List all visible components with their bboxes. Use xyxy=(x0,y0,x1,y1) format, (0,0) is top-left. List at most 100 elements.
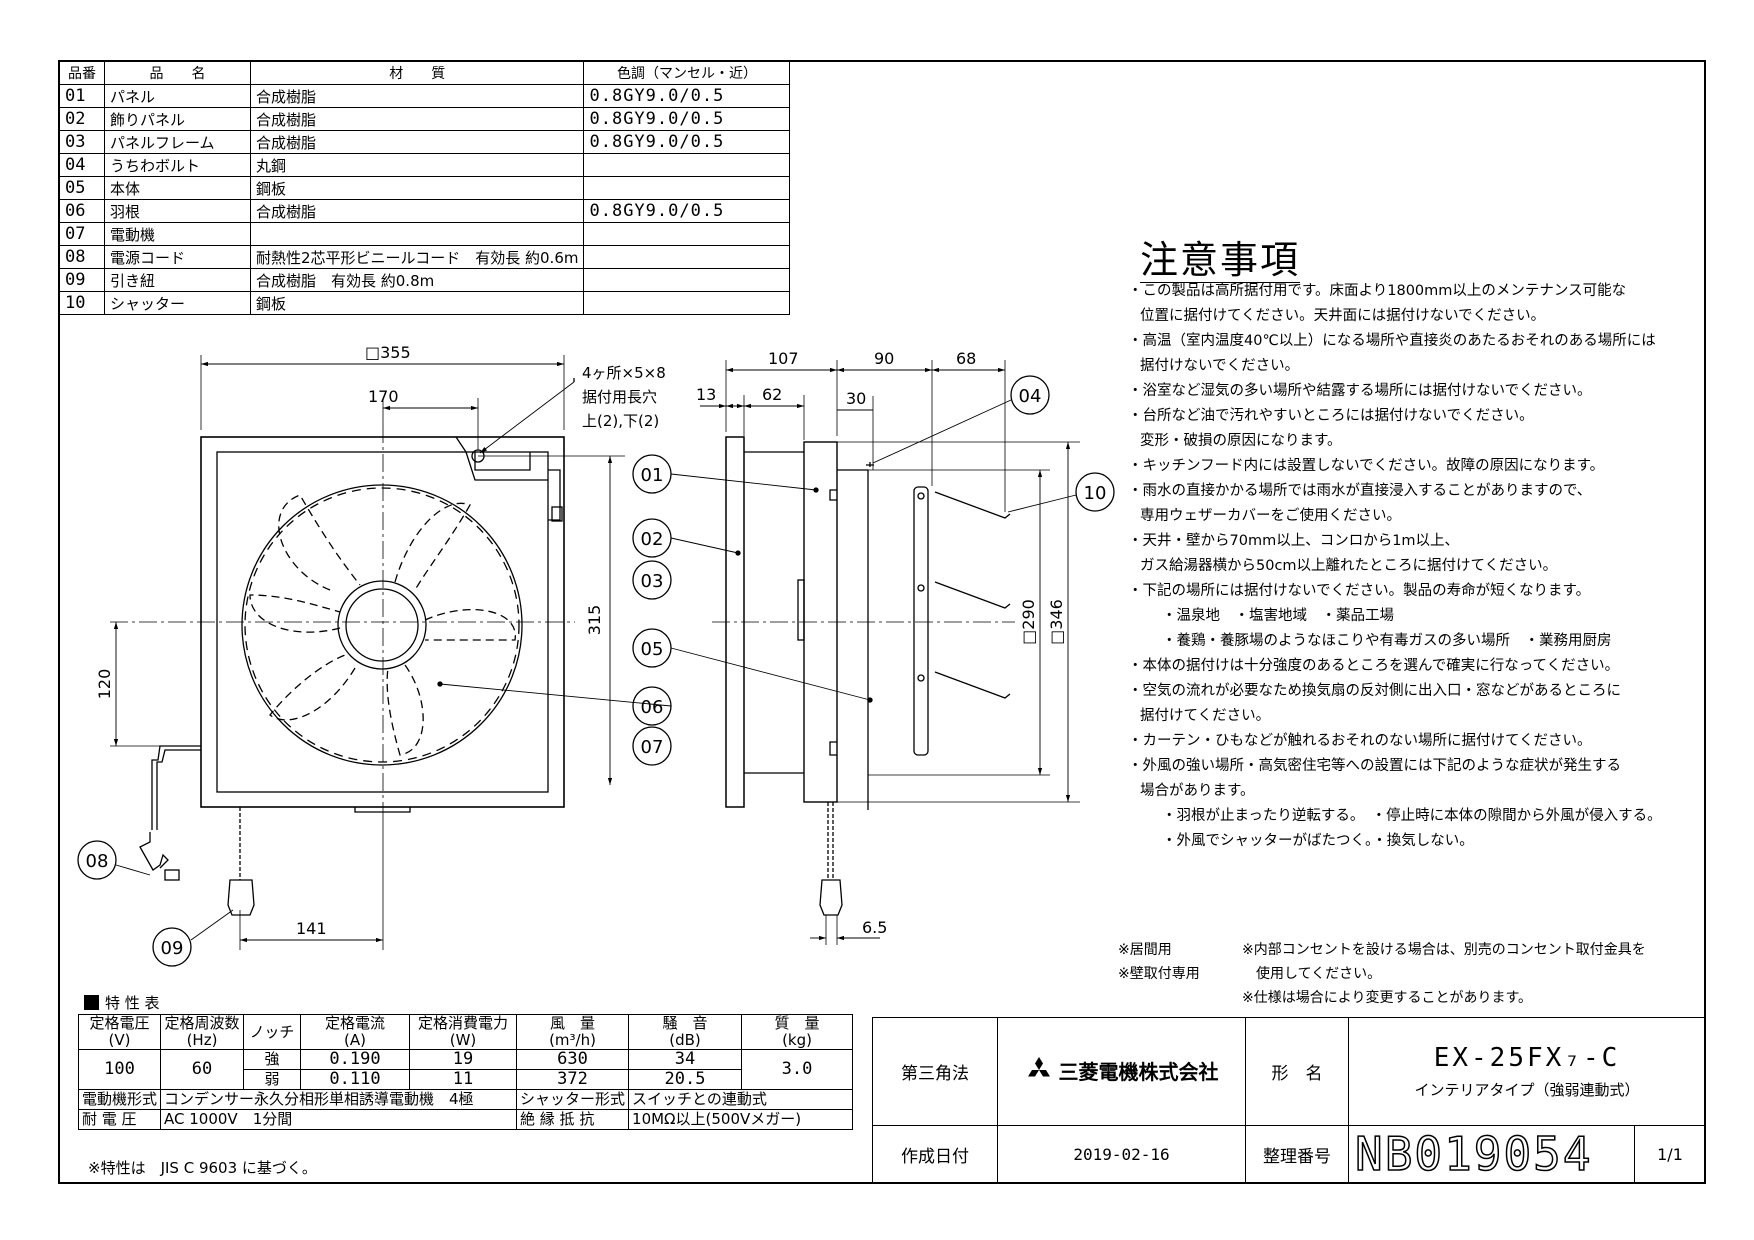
creation-date: 2019-02-16 xyxy=(997,1125,1246,1183)
part-material: 合成樹脂 xyxy=(249,130,585,154)
rated-voltage: 100 xyxy=(77,1049,162,1090)
part-color: 0.8GY9.0/0.5 xyxy=(583,199,791,223)
hole-note-1: 4ヶ所×5×8 xyxy=(582,364,666,382)
callout-10: 10 xyxy=(1084,483,1107,504)
note-line: ・温泉地 ・塩害地域 ・薬品工場 xyxy=(1162,608,1394,624)
notch-weak: 弱 xyxy=(243,1069,302,1090)
h-current: 定格電流 xyxy=(325,1014,386,1032)
dim-13: 13 xyxy=(696,385,716,404)
part-color xyxy=(583,268,791,292)
note-line: ・浴室など湿気の多い場所や結露する場所には据付けないでください。 xyxy=(1128,383,1592,399)
noise-weak: 20.5 xyxy=(628,1069,743,1090)
note-line: 変形・破損の原因になります。 xyxy=(1140,433,1342,449)
date-label: 作成日付 xyxy=(872,1125,998,1183)
note-line: 位置に据付けてください。天井面には据付けないでください。 xyxy=(1140,308,1546,324)
dim-62: 62 xyxy=(762,385,782,404)
dim-346: □346 xyxy=(1047,599,1066,645)
notes-lines: ・この製品は高所据付用です。床面より1800mm以上のメンテナンス可能な位置に据… xyxy=(1128,279,1688,854)
part-no: 10 xyxy=(59,291,105,315)
model-number: EX-25FX₇-C xyxy=(1433,1043,1621,1073)
hole-note-2: 据付用長穴 xyxy=(582,388,657,406)
dim-6-5: 6.5 xyxy=(862,918,887,937)
callout-08: 08 xyxy=(86,851,109,872)
part-color xyxy=(583,291,791,315)
note-line: ・外風の強い場所・高気密住宅等への設置には下記のような症状が発生する xyxy=(1128,758,1621,774)
h-voltage: 定格電圧 xyxy=(89,1014,150,1032)
motor-value: コンデンサー永久分相形単相誘導電動機 4極 xyxy=(160,1089,518,1110)
note-line: 専用ウェザーカバーをご使用ください。 xyxy=(1140,508,1401,524)
dim-315: 315 xyxy=(585,605,604,636)
note-line: ・天井・壁から70mm以上、コンロから1m以上、 xyxy=(1128,533,1460,549)
h-voltage-unit: (V) xyxy=(108,1031,131,1049)
dim-68: 68 xyxy=(956,349,976,368)
note-line: 場合があります。 xyxy=(1140,783,1255,799)
h-freq: 定格周波数 xyxy=(164,1014,240,1032)
model-label: 形 名 xyxy=(1245,1017,1349,1126)
shutter-label: シャッター形式 xyxy=(516,1089,630,1110)
mass-value: 3.0 xyxy=(741,1049,854,1090)
rated-frequency: 60 xyxy=(160,1049,245,1090)
callout-02: 02 xyxy=(641,529,664,550)
dim-290: □290 xyxy=(1019,599,1038,645)
company-name: 三菱電機株式会社 xyxy=(1058,1059,1219,1084)
dim-30: 30 xyxy=(846,389,866,408)
header-material: 材 質 xyxy=(249,61,585,85)
part-no: 02 xyxy=(59,107,105,131)
projection-method: 第三角法 xyxy=(872,1017,998,1126)
remark-living: ※居間用 xyxy=(1118,942,1172,958)
sheet-number: 1/1 xyxy=(1634,1125,1706,1183)
callout-03: 03 xyxy=(641,571,664,592)
part-material: 鋼板 xyxy=(249,291,585,315)
motor-label: 電動機形式 xyxy=(77,1089,162,1110)
drawing-number: NB019054 xyxy=(1348,1125,1635,1183)
part-name: 引き紐 xyxy=(104,268,251,292)
notes-title: 注意事項 xyxy=(1140,238,1301,283)
spec-title: 特 性 表 xyxy=(84,992,160,1013)
current-strong: 0.190 xyxy=(300,1049,411,1070)
note-line: ・キッチンフード内には設置しないでください。故障の原因になります。 xyxy=(1128,458,1605,474)
spec-table: 定格電圧(V) 定格周波数(Hz) ノッチ 定格電流(A) 定格消費電力(W) … xyxy=(77,1014,854,1130)
header-part-name: 品 名 xyxy=(104,61,251,85)
mitsubishi-logo-icon xyxy=(1027,1057,1050,1077)
dim-107: 107 xyxy=(768,349,799,368)
part-no: 09 xyxy=(59,268,105,292)
withstand-label: 耐 電 圧 xyxy=(77,1109,162,1130)
remark-outlet: ※内部コンセントを設ける場合は、別売のコンセント取付金具を xyxy=(1242,942,1646,958)
note-line: ・羽根が止まったり逆転する。 ・停止時に本体の隙間から外風が侵入する。 xyxy=(1162,808,1662,824)
callout-09: 09 xyxy=(161,938,184,959)
part-name: パネルフレーム xyxy=(104,130,251,154)
part-no: 07 xyxy=(59,222,105,246)
insulation-label: 絶 縁 抵 抗 xyxy=(516,1109,630,1130)
hole-note-3: 上(2),下(2) xyxy=(582,412,659,430)
notch-strong: 強 xyxy=(243,1049,302,1070)
dim-170: 170 xyxy=(368,387,399,406)
drawing-no-label: 整理番号 xyxy=(1245,1125,1349,1183)
part-no: 05 xyxy=(59,176,105,200)
part-no: 06 xyxy=(59,199,105,223)
withstand-value: AC 1000V 1分間 xyxy=(160,1109,518,1130)
note-line: ・カーテン・ひもなどが触れるおそれのない場所に据付けてください。 xyxy=(1128,733,1592,749)
airflow-strong: 630 xyxy=(516,1049,630,1070)
h-power-unit: (W) xyxy=(449,1031,477,1049)
shutter-value: スイッチとの連動式 xyxy=(628,1089,854,1110)
note-line: ・下記の場所には据付けないでください。製品の寿命が短くなります。 xyxy=(1128,583,1591,599)
remark-outlet-2: 使用してください。 xyxy=(1256,966,1382,982)
caution-notes: 注意事項 ・この製品は高所据付用です。床面より1800mm以上のメンテナンス可能… xyxy=(1128,238,1688,854)
note-line: ・台所など油で汚れやすいところには据付けないでください。 xyxy=(1128,408,1534,424)
h-power: 定格消費電力 xyxy=(418,1014,509,1032)
h-airflow-unit: (m³/h) xyxy=(549,1031,596,1049)
power-weak: 11 xyxy=(409,1069,518,1090)
remark-wall: ※壁取付専用 xyxy=(1118,966,1200,982)
note-line: ・外風でシャッターがばたつく。・換気しない。 xyxy=(1162,833,1474,849)
callout-04: 04 xyxy=(1019,386,1042,407)
h-notch: ノッチ xyxy=(243,1014,302,1050)
spec-title-square xyxy=(84,995,99,1010)
model-subtitle: インテリアタイプ（強弱連動式） xyxy=(1414,1081,1640,1099)
h-airflow: 風 量 xyxy=(550,1014,596,1032)
